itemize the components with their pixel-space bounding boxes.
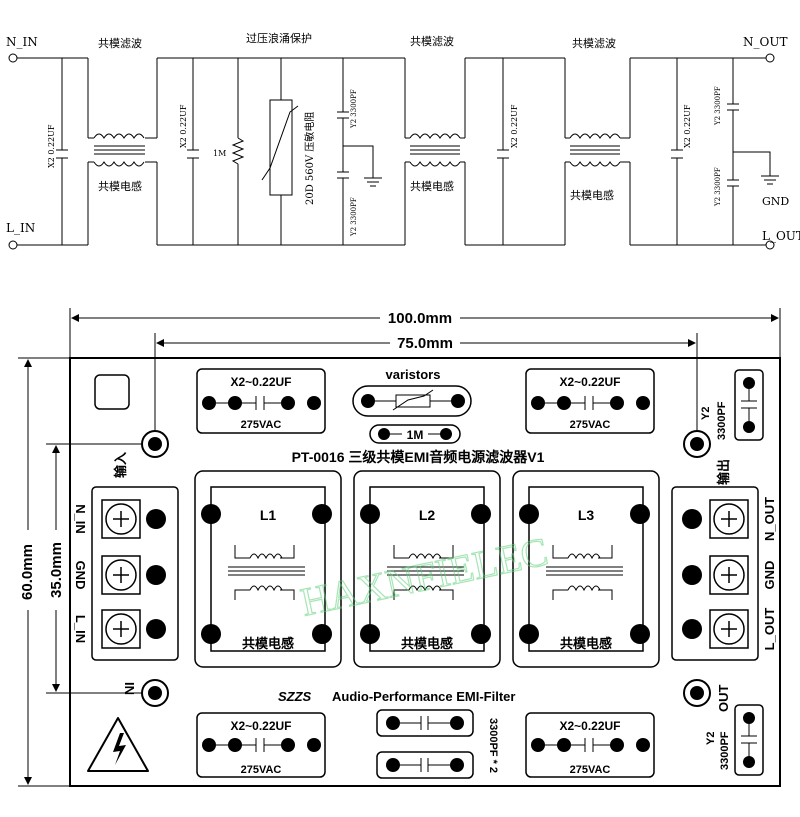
- resistor-1m-label: 1M: [213, 149, 226, 158]
- surge-protect-label: 过压浪涌保护: [246, 31, 312, 45]
- y2-bottom-value: 3300PF: [719, 731, 731, 770]
- varistor-footprint: [352, 385, 472, 417]
- input-terminal-block: [91, 486, 179, 661]
- dim-width-label: 100.0mm: [388, 310, 452, 327]
- dim-hole-vertical-label: 35.0mm: [48, 542, 65, 598]
- output-terminal-block: [671, 486, 759, 661]
- cap-top-left-voltage: 275VAC: [241, 419, 282, 431]
- cap-bottom-left-name: X2~0.22UF: [230, 719, 291, 733]
- inductor-l1: L1 共模电感: [194, 470, 342, 668]
- inductor-ref: L3: [578, 507, 595, 523]
- input-header-label: 输入: [113, 452, 128, 478]
- l-out-label: L_OUT: [762, 229, 800, 243]
- out-terminal-label: GND: [762, 561, 777, 590]
- dim-height-label: 60.0mm: [19, 544, 36, 600]
- pcb-layout-drawing: 100.0mm 75.0mm 60.0mm 35.0mm X2~0.22UF 2…: [18, 308, 781, 787]
- in-terminal-label: GND: [73, 561, 88, 590]
- resistor-1m-label-pcb: 1M: [407, 428, 424, 442]
- cm-filter-label-3: 共模滤波: [572, 37, 616, 50]
- y2-center-label: 3300PF * 2: [487, 718, 499, 773]
- out-terminal-label: L_OUT: [762, 608, 777, 651]
- l-out-terminal: [765, 240, 775, 250]
- cm-inductor-label-2: 共模电感: [410, 180, 454, 193]
- l-in-label: L_IN: [6, 221, 35, 235]
- cap-top-left: X2~0.22UF 275VAC: [196, 368, 326, 434]
- cap-x2-label-4: X2 0.22UF: [683, 104, 692, 148]
- cap-bottom-right-name: X2~0.22UF: [559, 719, 620, 733]
- cap-top-right-name: X2~0.22UF: [559, 375, 620, 389]
- cap-x2-label-1: X2 0.22UF: [47, 124, 56, 168]
- output-header-label: 输出: [716, 459, 731, 485]
- cap-y2-label-b: Y2 3300PF: [350, 197, 358, 237]
- n-out-terminal: [765, 53, 775, 63]
- y2-bottom-type: Y2: [705, 732, 717, 745]
- resistor-1m-footprint: 1M: [369, 424, 461, 444]
- cap-bottom-right: X2~0.22UF 275VAC: [525, 712, 655, 778]
- cap-bottom-left-voltage: 275VAC: [241, 764, 282, 776]
- y2-cap-top: Y2 3300PF: [700, 369, 764, 441]
- mounting-hole: [683, 679, 711, 707]
- square-pad: [94, 374, 130, 410]
- inductor-label: 共模电感: [560, 636, 612, 651]
- board-subtitle: Audio-Performance EMI-Filter: [332, 689, 515, 704]
- cm-inductor-label-1: 共模电感: [98, 180, 142, 193]
- cap-x2-label-2: X2 0.22UF: [179, 104, 188, 148]
- in-terminal-label: N_IN: [73, 504, 88, 534]
- high-voltage-warning-icon: [87, 717, 149, 772]
- y2-top-type: Y2: [700, 407, 712, 420]
- n-out-label: N_OUT: [743, 35, 787, 49]
- cm-filter-label-2: 共模滤波: [410, 35, 454, 48]
- dim-hole-spacing-label: 75.0mm: [397, 335, 453, 352]
- cm-inductor-label-3: 共模电感: [570, 189, 614, 202]
- cap-top-right: X2~0.22UF 275VAC: [525, 368, 655, 434]
- inductor-l3: L3 共模电感: [512, 470, 660, 668]
- y2-cap-bottom: Y2 3300PF: [705, 704, 764, 776]
- inductor-ref: L1: [260, 507, 277, 523]
- cap-y2-label-c: Y2 3300PF: [714, 86, 722, 126]
- mounting-hole: [141, 679, 169, 707]
- cap-top-right-voltage: 275VAC: [570, 419, 611, 431]
- board-title: PT-0016 三级共模EMI音频电源滤波器V1: [292, 449, 545, 465]
- gnd-label: GND: [762, 195, 789, 208]
- varistor-label: 20D 560V 压敏电阻: [303, 112, 316, 205]
- cm-filter-label-1: 共模滤波: [98, 37, 142, 50]
- in-terminal-label: L_IN: [73, 615, 88, 643]
- n-in-terminal: [8, 53, 18, 63]
- output-header-bottom-label: OUT: [716, 685, 731, 713]
- cap-bottom-right-voltage: 275VAC: [570, 764, 611, 776]
- cap-y2-label-d: Y2 3300PF: [714, 167, 722, 207]
- cap-x2-label-3: X2 0.22UF: [510, 104, 519, 148]
- brand-label: SZZS: [278, 689, 312, 704]
- l-in-terminal: [8, 240, 18, 250]
- n-in-label: N_IN: [6, 35, 38, 49]
- cap-y2-label-a: Y2 3300PF: [350, 89, 358, 129]
- cap-bottom-left: X2~0.22UF 275VAC: [196, 712, 326, 778]
- inductor-label: 共模电感: [242, 636, 294, 651]
- mounting-hole: [141, 430, 169, 458]
- mounting-hole: [683, 430, 711, 458]
- out-terminal-label: N_OUT: [762, 497, 777, 541]
- y2-cap-center-1: [376, 709, 474, 737]
- inductor-label: 共模电感: [401, 636, 453, 651]
- varistors-label: varistors: [386, 367, 441, 382]
- schematic-diagram: N_IN L_IN N_OUT L_OUT GND 共模滤波 过压浪涌保护 共模…: [6, 31, 800, 250]
- inductor-ref: L2: [419, 507, 436, 523]
- inductor-l2: L2 共模电感: [353, 470, 501, 668]
- cap-top-left-name: X2~0.22UF: [230, 375, 291, 389]
- input-header-bottom-label: IN: [122, 682, 137, 695]
- y2-cap-center-2: [376, 751, 474, 779]
- y2-top-value: 3300PF: [716, 401, 728, 440]
